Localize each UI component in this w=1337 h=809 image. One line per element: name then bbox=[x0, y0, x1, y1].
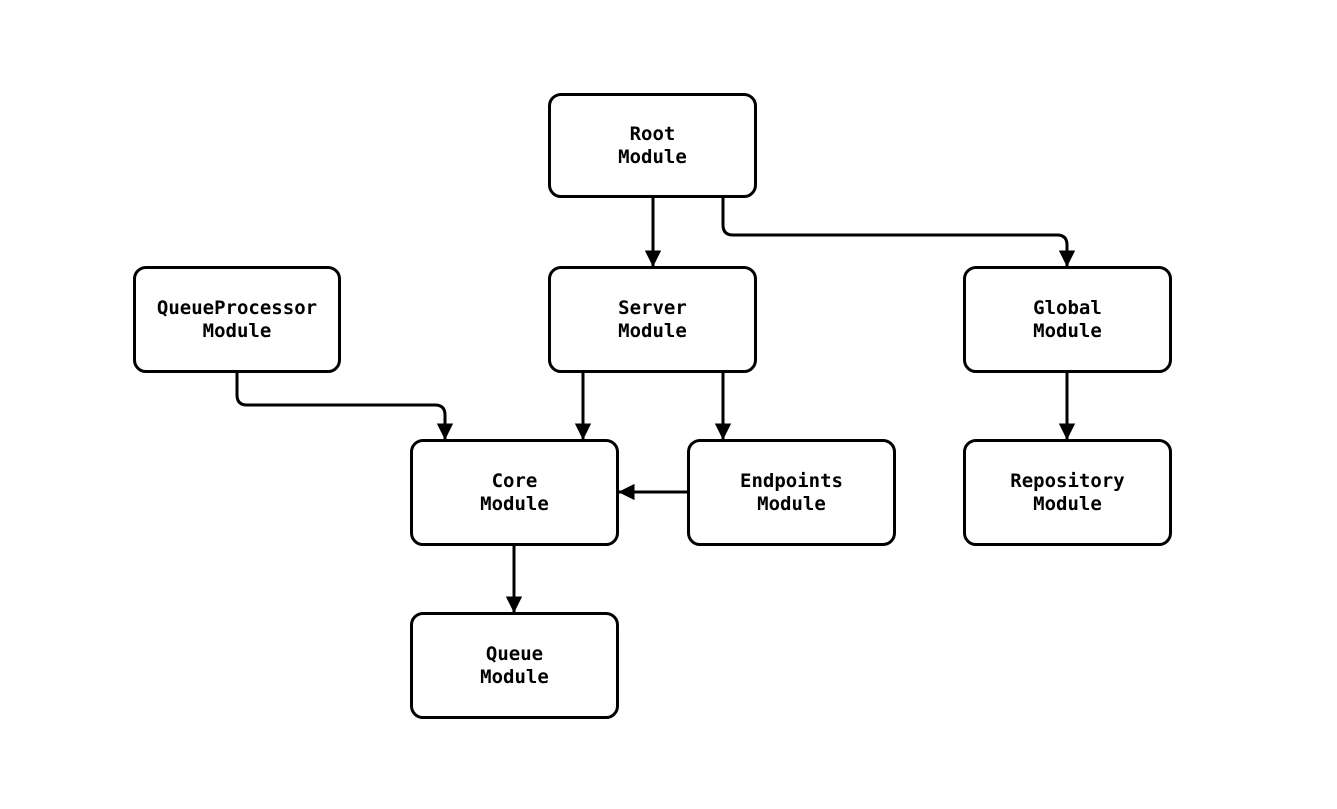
node-global-module: Global Module bbox=[963, 266, 1172, 373]
node-queue-module: Queue Module bbox=[410, 612, 619, 719]
node-repository-module: Repository Module bbox=[963, 439, 1172, 546]
node-root-module: Root Module bbox=[548, 93, 757, 198]
node-label: Endpoints Module bbox=[740, 469, 843, 515]
node-core-module: Core Module bbox=[410, 439, 619, 546]
node-label: Core Module bbox=[480, 469, 549, 515]
edge-root-module-to-global-module bbox=[721, 198, 1076, 267]
node-server-module: Server Module bbox=[548, 266, 757, 373]
node-label: Server Module bbox=[618, 296, 687, 342]
node-label: Root Module bbox=[618, 122, 687, 168]
node-endpoints-module: Endpoints Module bbox=[687, 439, 896, 546]
node-queue-processor-module: QueueProcessor Module bbox=[133, 266, 341, 373]
node-label: Global Module bbox=[1033, 296, 1102, 342]
node-label: Repository Module bbox=[1010, 469, 1125, 515]
node-label: Queue Module bbox=[480, 642, 549, 688]
edge-queue-processor-module-to-core-module bbox=[235, 373, 454, 440]
node-label: QueueProcessor Module bbox=[156, 296, 318, 342]
